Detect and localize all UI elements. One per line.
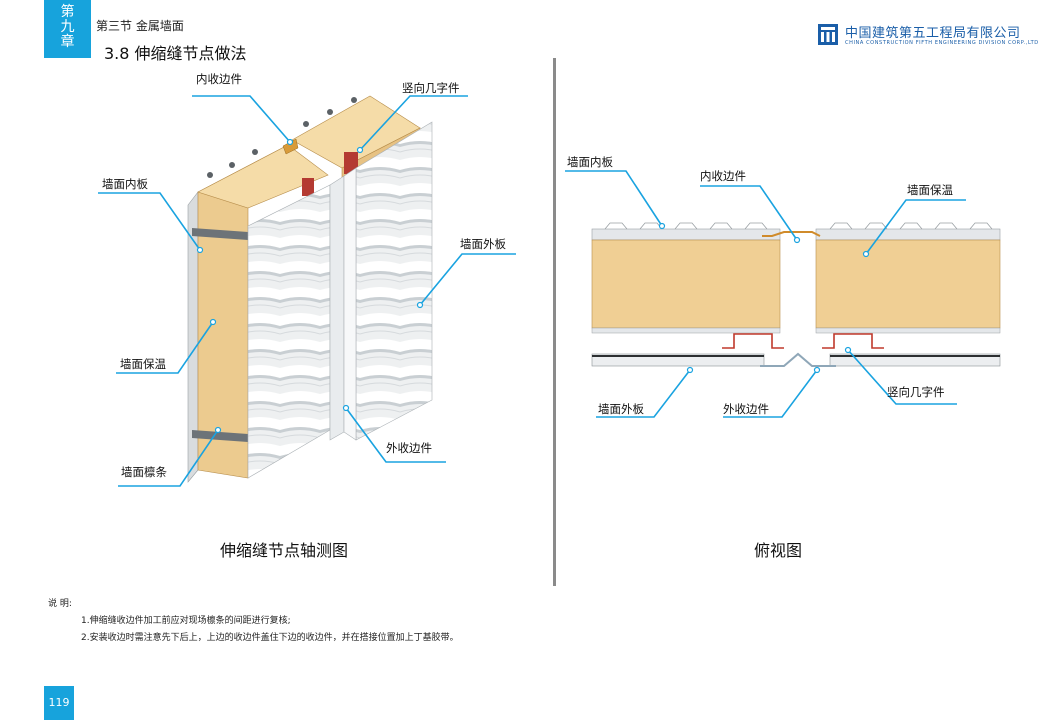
outer-trim-side [343,167,357,441]
notes-title: 说 明: [48,599,72,609]
vertical-hat-right [344,152,358,174]
label-plan-outer-trim: 外收边件 [723,402,769,416]
insulation-top-left [197,144,329,209]
right-callout-dots [658,222,870,374]
page-number: 119 [44,686,74,720]
axonometric-view [187,95,433,483]
outer-panel-right [355,121,433,441]
caption-axonometric: 伸缩缝节点轴测图 [220,541,349,560]
caption-plan-view: 俯视图 [754,541,803,560]
label-purlin: 墙面檩条 [121,465,167,479]
left-callout-lines [98,95,516,487]
plan-inner-panel-right [815,228,1001,241]
note-item: 2.安装收边时需注意先下后上，上边的收边件盖住下边的收边件，并在搭接位置加上丁基… [81,633,459,643]
label-plan-insulation: 墙面保温 [907,183,953,197]
plan-view [591,222,1001,367]
plan-hat-left [722,333,784,349]
right-callout-lines [565,170,966,418]
chapter-char: 章 [60,34,75,50]
company-name: 中国建筑第五工程局有限公司 [845,26,1021,41]
vertical-hat-left [302,178,314,196]
notes: 说 明: 1.伸缩缝收边件加工前应对现场檩条的间距进行复核; 2.安装收边时需注… [48,596,459,647]
page-divider [553,58,556,586]
plan-inner-trim [762,231,821,237]
label-plan-vertical-hat: 竖向几字件 [887,385,945,399]
label-plan-outer-panel: 墙面外板 [598,402,644,416]
label-inner-panel: 墙面内板 [102,177,148,191]
label-vertical-hat: 竖向几字件 [402,81,460,95]
label-insulation: 墙面保温 [120,357,166,371]
section-label: 第三节 金属墙面 [96,19,184,33]
left-callout-dots [196,138,424,434]
company-name-en: CHINA CONSTRUCTION FIFTH ENGINEERING DIV… [845,40,1039,46]
plan-insulation-left [591,239,781,329]
plan-insulation-right [815,239,1001,329]
company-logo [818,24,838,45]
plan-inner-panel-left [591,228,781,241]
chapter-tab: 第 九 章 [44,0,91,58]
chapter-char: 第 [60,4,75,20]
label-outer-panel: 墙面外板 [460,237,506,251]
outer-panel-left [247,184,331,479]
purlin-bracket-bottom [192,430,248,442]
outer-trim-face [329,175,345,441]
plan-outer-trim [760,352,836,367]
page-title: 3.8 伸缩缝节点做法 [104,44,247,63]
chapter-char: 九 [60,19,75,35]
plan-hat-right [822,333,884,349]
purlin-bracket-top [192,228,248,240]
label-outer-trim: 外收边件 [386,441,432,455]
label-inner-trim: 内收边件 [196,72,242,86]
label-plan-inner-panel: 墙面内板 [567,155,613,169]
label-plan-inner-trim: 内收边件 [700,169,746,183]
note-item: 1.伸缩缝收边件加工前应对现场檩条的间距进行复核; [81,616,291,626]
